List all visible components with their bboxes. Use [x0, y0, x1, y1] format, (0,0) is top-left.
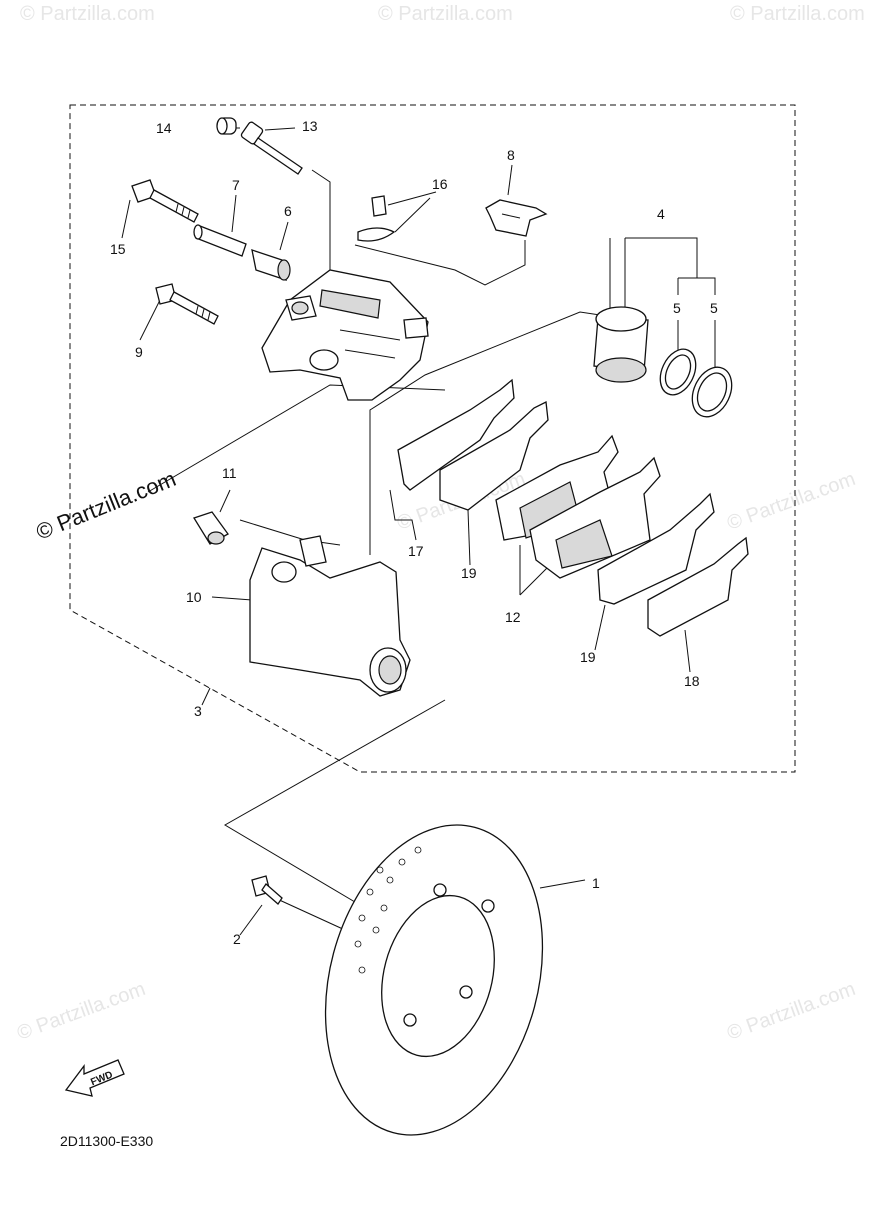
callout-15: 15	[110, 241, 126, 257]
callout-12: 12	[505, 609, 521, 625]
callout-numbers: 1 2 3 4 5 5 6 7 8 9 10 11 12 13 14 15 16…	[110, 118, 718, 947]
callout-2: 2	[233, 931, 241, 947]
leader-lines	[121, 127, 716, 936]
callout-5b: 5	[710, 300, 718, 316]
watermark-top-center: © Partzilla.com	[378, 3, 513, 25]
part-4-piston	[593, 306, 649, 383]
callout-10: 10	[186, 589, 202, 605]
watermark-top-left: © Partzilla.com	[20, 3, 155, 25]
watermark-top-right: © Partzilla.com	[730, 3, 865, 25]
watermark-right-mid: © Partzilla.com	[724, 468, 858, 535]
callout-7: 7	[232, 177, 240, 193]
part-18-shim	[647, 536, 749, 637]
part-12-pads	[495, 434, 661, 579]
callout-9: 9	[135, 344, 143, 360]
part-6-boot	[251, 249, 291, 281]
callout-8: 8	[507, 147, 515, 163]
callout-19a: 19	[461, 565, 477, 581]
part-5-seals	[659, 348, 733, 418]
callout-18: 18	[684, 673, 700, 689]
part-17-shim	[397, 378, 515, 491]
fwd-arrow-icon: FWD	[64, 1059, 125, 1097]
part-9-bolt	[155, 283, 219, 325]
caliper-assembly-boundary	[69, 104, 796, 773]
part-8-pad-spring	[485, 199, 548, 237]
part-11-rubber-boot	[193, 511, 229, 545]
part-2-disc-bolt	[251, 875, 283, 905]
callout-16: 16	[432, 176, 448, 192]
part-16-bleed-screw	[357, 195, 396, 242]
callout-4: 4	[657, 206, 665, 222]
callout-1: 1	[592, 875, 600, 891]
part-15-bolt	[131, 179, 199, 223]
callout-14: 14	[156, 120, 172, 136]
callout-17: 17	[408, 543, 424, 559]
callout-6: 6	[284, 203, 292, 219]
part-14-cap	[216, 117, 237, 135]
caliper-body	[261, 269, 429, 401]
partzilla-brand: © Partzilla.com	[33, 466, 180, 545]
callout-13: 13	[302, 118, 318, 134]
callout-11: 11	[222, 465, 237, 481]
part-19-shim-left	[439, 401, 549, 511]
diagram-code: 2D11300-E330	[60, 1133, 153, 1149]
callout-5a: 5	[673, 300, 681, 316]
part-1-brake-disc	[324, 824, 544, 1136]
part-10-caliper-bracket	[249, 535, 411, 697]
watermark-bottom-left: © Partzilla.com	[14, 978, 148, 1045]
watermark-bottom-right: © Partzilla.com	[724, 978, 858, 1045]
part-7-sleeve	[193, 224, 247, 257]
part-19-shim-right	[597, 492, 715, 605]
part-13-pin	[240, 121, 303, 175]
callout-19b: 19	[580, 649, 596, 665]
callout-3: 3	[194, 703, 202, 719]
